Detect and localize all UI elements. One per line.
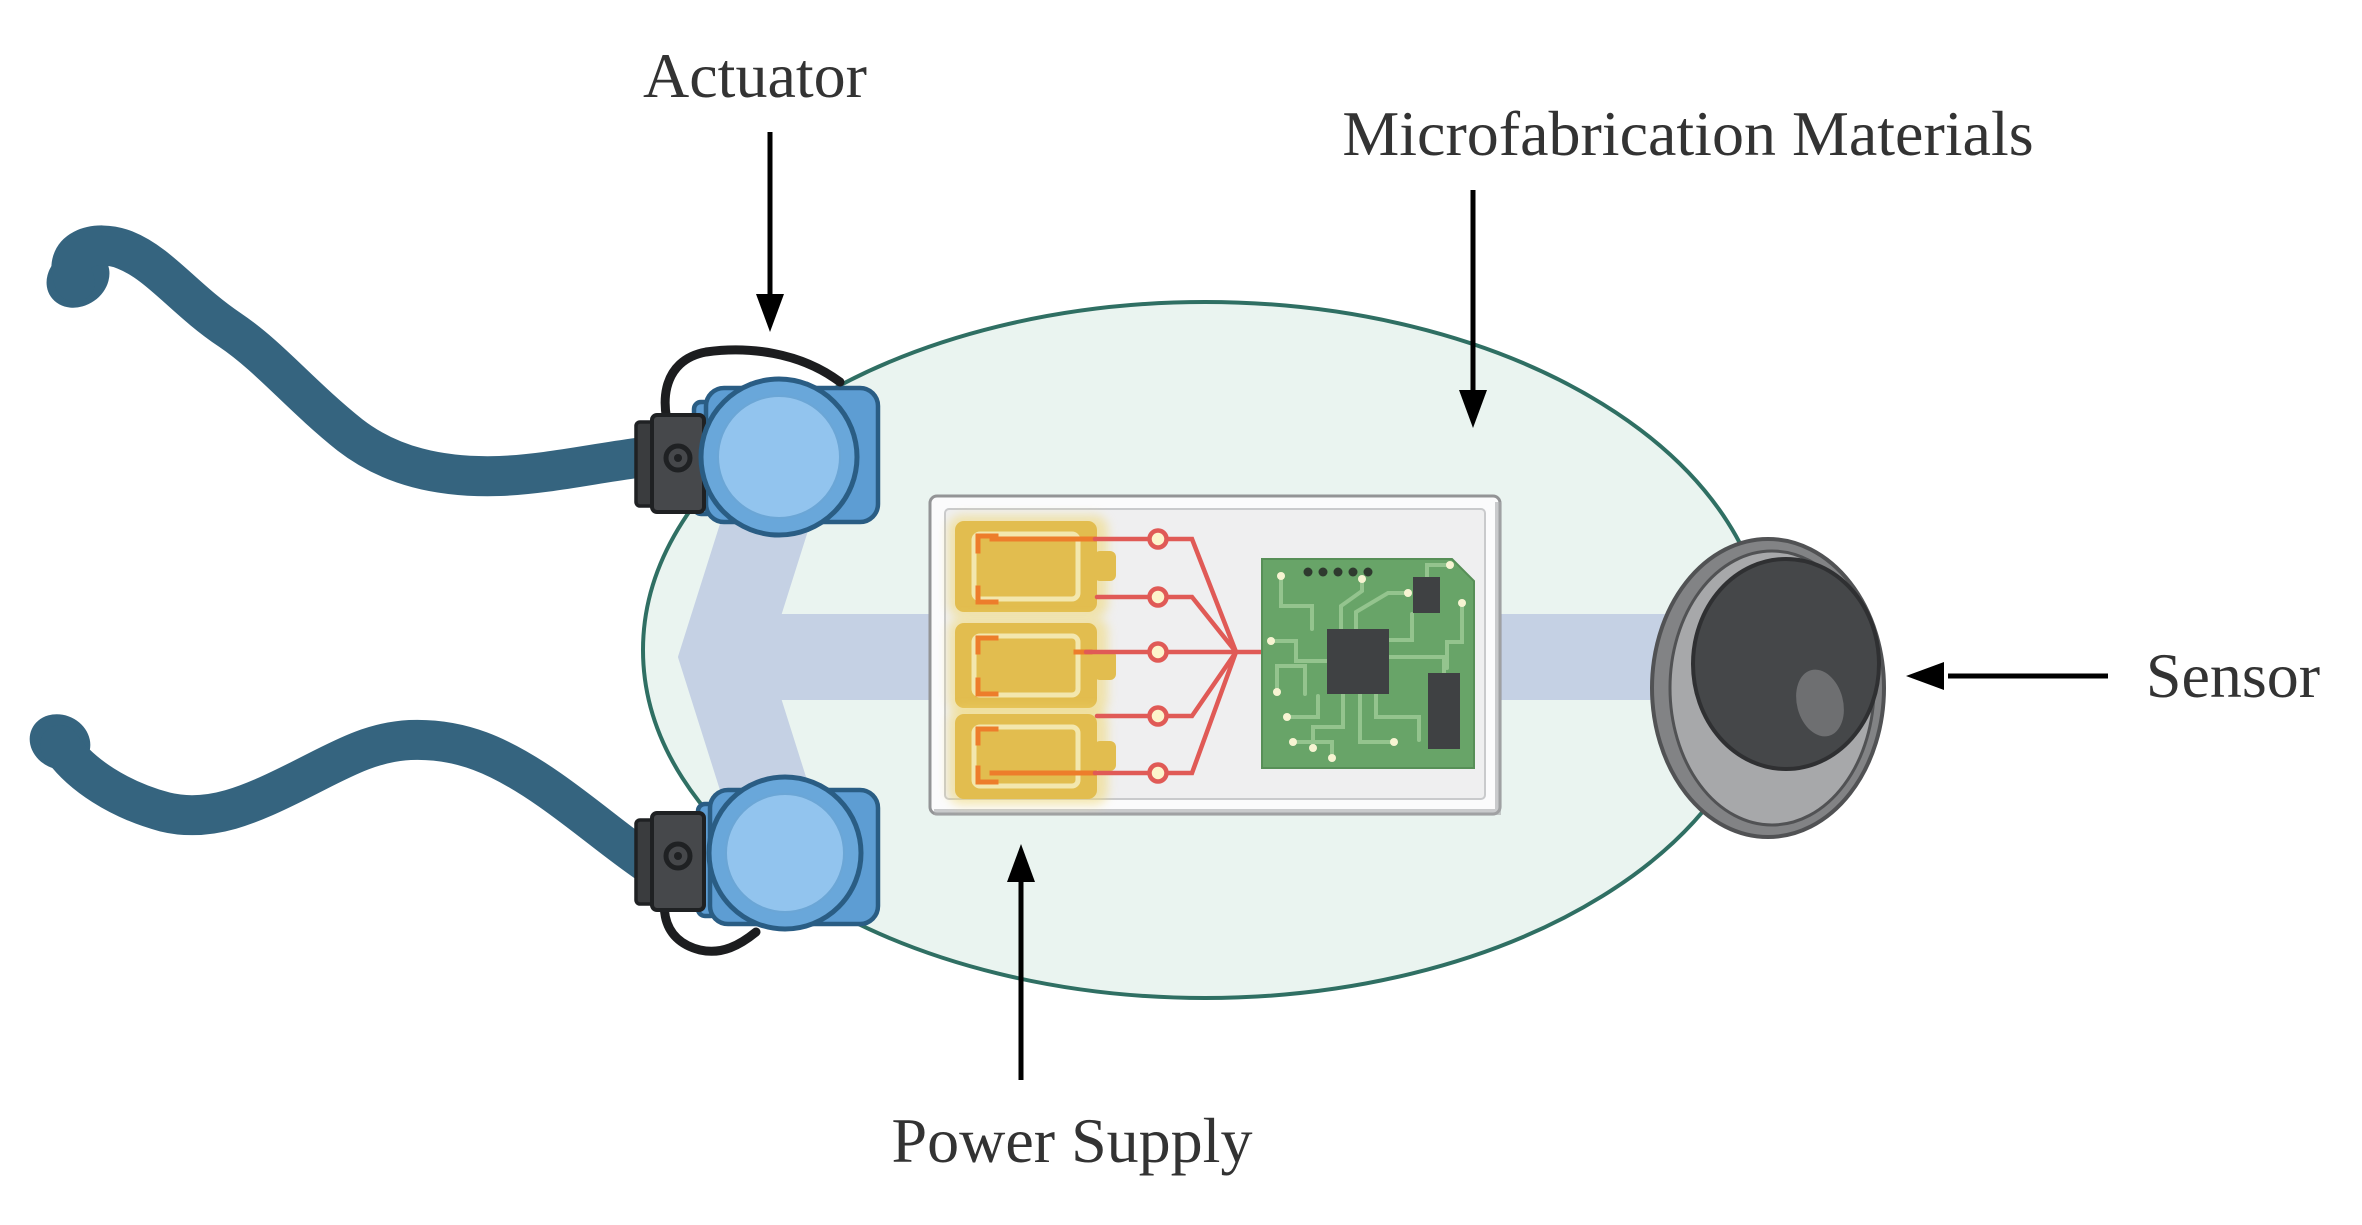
pcb-trace xyxy=(1275,664,1307,696)
pcb-trace xyxy=(1269,639,1329,663)
pcb-via xyxy=(1328,754,1336,762)
battery-corner-mark xyxy=(975,585,999,605)
pcb-trace xyxy=(1445,601,1464,670)
battery-pack xyxy=(948,515,1116,805)
pcb-pin-dot xyxy=(1318,567,1328,577)
pcb-trace xyxy=(1339,577,1364,631)
pcb-pin-dot xyxy=(1348,567,1358,577)
battery-inner-outline xyxy=(971,633,1081,698)
pcb-via xyxy=(1267,637,1275,645)
panel-shadow-edge xyxy=(934,502,1501,815)
pcb-via xyxy=(1277,572,1285,580)
battery-body xyxy=(955,714,1097,799)
wire xyxy=(1164,649,1239,719)
wiring-harness xyxy=(1083,528,1265,784)
battery-terminal-nub xyxy=(1094,741,1116,771)
pcb-trace xyxy=(1387,655,1446,675)
battery-terminal-nub xyxy=(1094,650,1116,680)
pcb-via xyxy=(1358,575,1366,583)
tail-upper xyxy=(46,225,672,497)
pcb-trace xyxy=(1285,694,1320,719)
power-supply-arrow-head xyxy=(1007,844,1035,882)
pcb-via xyxy=(1390,738,1398,746)
pcb-pin-dot xyxy=(1303,567,1313,577)
pcb-trace xyxy=(1425,563,1452,579)
actuator-cable xyxy=(660,345,845,457)
battery-body xyxy=(955,623,1097,708)
battery-inner-outline xyxy=(971,531,1081,602)
pcb-via xyxy=(1289,738,1297,746)
sensor-highlight xyxy=(1796,669,1844,737)
sensor-label: Sensor xyxy=(2146,640,2320,711)
pcb-trace xyxy=(1358,692,1396,744)
battery-body xyxy=(955,521,1097,612)
microfabrication-arrow-head xyxy=(1459,390,1487,428)
wire xyxy=(1164,594,1239,655)
circuit-board xyxy=(1261,558,1475,769)
sensor-head xyxy=(1650,537,1886,839)
wire xyxy=(1164,649,1239,776)
microcontroller-chip xyxy=(1327,629,1389,694)
wire-node xyxy=(1147,705,1169,727)
callout-sensor: Sensor xyxy=(1906,640,2320,711)
power-supply-label: Power Supply xyxy=(892,1105,1253,1176)
tail-lower-body xyxy=(40,719,675,888)
actuator-upper xyxy=(634,345,881,538)
actuator-disc-inner xyxy=(717,395,841,519)
microfabrication-label: Microfabrication Materials xyxy=(1342,98,2033,169)
callout-power-supply: Power Supply xyxy=(892,844,1253,1176)
small-chip xyxy=(1413,577,1440,613)
pcb-trace xyxy=(1291,740,1334,760)
pcb-pin-dot xyxy=(1333,567,1343,577)
tail-lower xyxy=(29,714,675,888)
actuator-label: Actuator xyxy=(643,40,867,111)
pcb-via xyxy=(1404,589,1412,597)
pcb-via xyxy=(1446,561,1454,569)
pcb-pin-dot xyxy=(1363,567,1373,577)
callout-microfabrication: Microfabrication Materials xyxy=(1342,98,2034,428)
channel-branches xyxy=(677,489,814,825)
tall-chip xyxy=(1428,673,1460,749)
pcb-via xyxy=(1283,713,1291,721)
pcb-trace xyxy=(1311,692,1345,750)
wire-node xyxy=(1147,528,1169,550)
pcb-trace xyxy=(1374,692,1421,742)
wire xyxy=(1164,536,1239,655)
callout-actuator: Actuator xyxy=(643,40,867,332)
battery-2 xyxy=(948,617,1116,714)
sensor-arrow-head xyxy=(1906,662,1944,690)
battery-1 xyxy=(948,515,1116,618)
tail-upper-body xyxy=(51,225,672,497)
actuator-lower xyxy=(634,774,881,956)
wire-node xyxy=(1147,641,1169,663)
cable-port-pin xyxy=(674,852,682,860)
pcb-trace xyxy=(1354,591,1410,631)
sensor-lens-sphere xyxy=(1691,557,1881,771)
pcb-via xyxy=(1458,599,1466,607)
battery-corner-mark xyxy=(975,726,999,746)
cable-port-pin xyxy=(674,454,682,462)
actuator-disc-inner xyxy=(725,793,845,913)
battery-corner-mark xyxy=(975,677,999,697)
battery-corner-mark xyxy=(975,765,999,785)
wire-node xyxy=(1147,762,1169,784)
battery-corner-mark xyxy=(975,635,999,655)
pcb-trace xyxy=(1387,612,1414,642)
pcb-via xyxy=(1273,688,1281,696)
wire-node xyxy=(1147,586,1169,608)
battery-terminal-nub xyxy=(1094,551,1116,581)
battery-inner-outline xyxy=(971,724,1081,789)
pcb-via xyxy=(1309,744,1317,752)
battery-3 xyxy=(948,708,1116,805)
actuator-arrow-head xyxy=(756,294,784,332)
battery-corner-mark xyxy=(975,533,999,554)
pcb-trace xyxy=(1279,574,1314,631)
